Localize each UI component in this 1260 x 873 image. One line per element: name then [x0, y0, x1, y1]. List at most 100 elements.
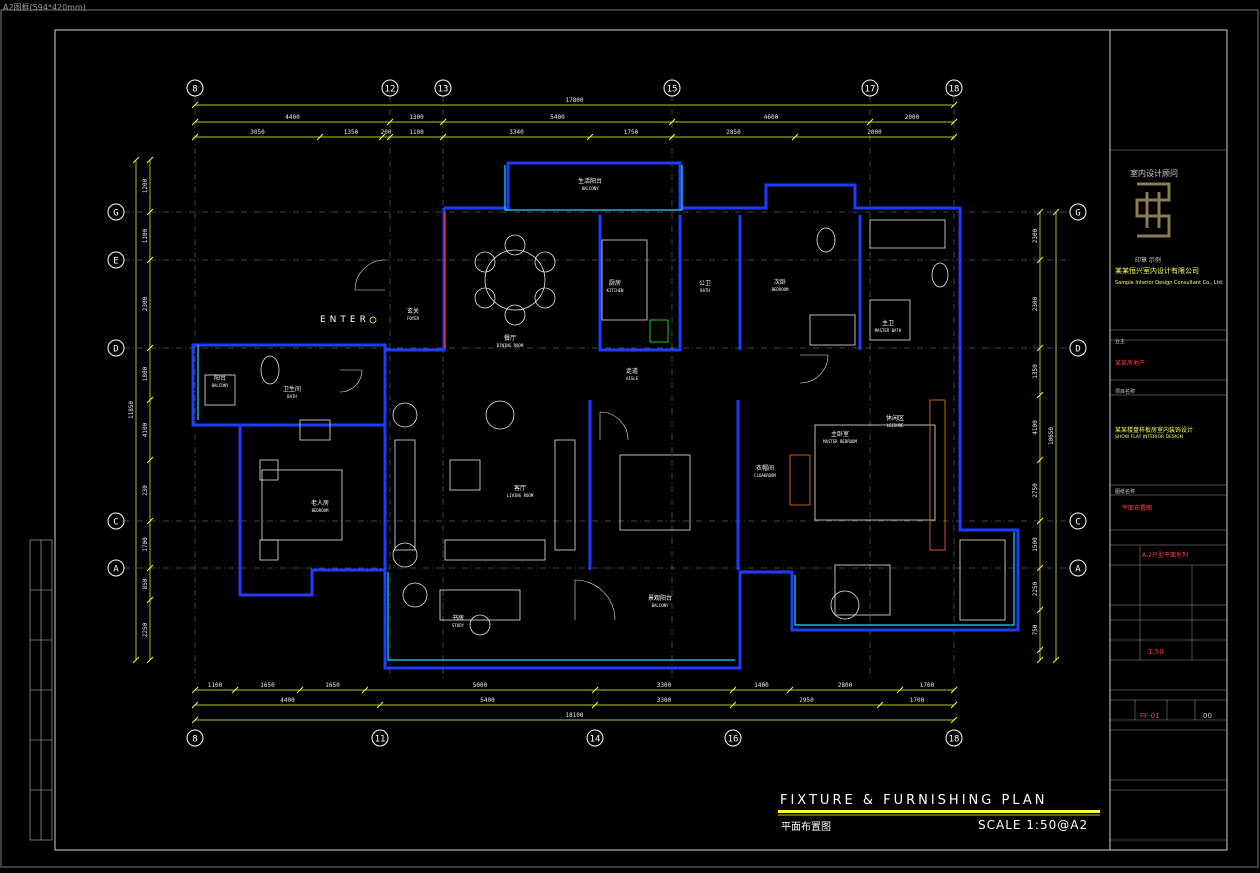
dim-top-row2-text: 2850 [726, 129, 741, 136]
dining-chair [474, 251, 496, 273]
dim-left-text: 1700 [142, 537, 149, 552]
vanity-master [869, 299, 911, 341]
dim-bottom-row1-tick [591, 701, 599, 709]
tb-project-value: 某某楼盘样板房室内装饰设计 [1115, 427, 1194, 434]
dim-bottom-row1-tick [729, 701, 737, 709]
dim-top-row1-tick [386, 118, 394, 126]
dim-right-text: 4100 [1032, 420, 1039, 435]
dim-right-total-text: 10650 [1048, 427, 1055, 445]
dim-left-text: 230 [142, 485, 149, 496]
dim-top-total-tick [950, 101, 958, 109]
bath-door-swing [339, 369, 363, 393]
tv-console [444, 539, 546, 561]
dim-left-tick [146, 256, 154, 264]
dim-bottom-row2-tick [729, 686, 737, 694]
grid-bubble-top [861, 79, 879, 97]
landscape-rail [794, 532, 1015, 626]
shower [204, 374, 236, 406]
living-door-swing [574, 579, 616, 621]
dim-top-row2-tick [191, 133, 199, 141]
armchair [392, 542, 418, 568]
room-label: 主卫 [882, 319, 894, 327]
dim-right-total-tick [1052, 208, 1060, 216]
dim-bottom-row2-tick [950, 686, 958, 694]
grid-bubble-right [1069, 512, 1087, 530]
room-code: BATH [287, 394, 297, 399]
dining-chair [534, 251, 556, 273]
tb-drawing-label: 图纸名称 [1115, 489, 1136, 495]
grid-bubble-left-label: A [113, 565, 119, 575]
room-code: LIVING ROOM [507, 493, 534, 498]
lounge-chair [830, 590, 860, 620]
room-code: BALCONY [212, 383, 229, 388]
room-label: 老人房 [311, 499, 329, 507]
dim-top-row2-tick [586, 133, 594, 141]
tb-company-name: 某某恒兴室内设计有限公司 [1115, 267, 1199, 275]
dim-right-tick [1036, 656, 1044, 664]
study-desk [439, 589, 521, 621]
dim-right-text: 2750 [1032, 483, 1039, 498]
dim-bottom-row2-text: 1400 [754, 682, 769, 689]
dining-chair [474, 287, 496, 309]
room-label: 次卧 [774, 278, 786, 286]
toilet [260, 355, 280, 385]
nightstand [259, 539, 279, 561]
grid-bubble-bottom-label: 8 [192, 735, 197, 745]
dim-top-row2-text: 1350 [344, 129, 359, 136]
grid-bubble-bottom [945, 729, 963, 747]
dim-bottom-row2-text: 1650 [325, 682, 340, 689]
drawing-title: FIXTURE & FURNISHING PLAN [780, 793, 1048, 808]
grid-bubble-right-label: C [1075, 518, 1080, 528]
outer-border [0, 9, 1259, 868]
entry-marker-icon [369, 316, 377, 324]
dim-bottom-row2-tick [361, 686, 369, 694]
dim-left-text: 1800 [142, 366, 149, 381]
dim-right-tick [1036, 646, 1044, 654]
room-code: BALCONY [582, 186, 599, 191]
grid-bubble-right [1069, 339, 1087, 357]
dim-top-row2-text: 1100 [409, 129, 424, 136]
dim-top-row2-text: 200 [381, 129, 392, 136]
dim-left-tick [146, 396, 154, 404]
bathtub [869, 219, 946, 249]
dim-right-tick [1036, 517, 1044, 525]
kitchen-wall [598, 215, 682, 352]
dim-bottom-row2-text: 3300 [657, 682, 672, 689]
tb-drawing-value: 平面布置图 [1122, 505, 1153, 512]
dim-bottom-row2-tick [191, 686, 199, 694]
grid-bubble-right-label: G [1075, 209, 1080, 219]
study-chair [402, 582, 428, 608]
room-label: 客厅 [514, 484, 526, 492]
dim-right-tick [1036, 456, 1044, 464]
dim-bottom-row2-text: 1700 [920, 682, 935, 689]
tb-project-en: SHOW FLAT INTERIOR DESIGN [1115, 435, 1183, 440]
grid-bubble-right [1069, 203, 1087, 221]
dim-top-row2-tick [439, 133, 447, 141]
dim-top-row2-tick [668, 133, 676, 141]
bed-guest [261, 469, 343, 541]
dim-bottom-row2-text: 5000 [473, 682, 488, 689]
room-code: LEISURE [887, 423, 904, 428]
grid-bubble-left [107, 512, 125, 530]
coffee-table [449, 459, 481, 491]
room-label: 书房 [452, 614, 464, 622]
dim-top-row1-text: 4600 [764, 114, 779, 121]
dim-bottom-row1-tick [191, 701, 199, 709]
bed-master [814, 424, 936, 521]
grid-bubble-left [107, 203, 125, 221]
room-code: KITCHEN [607, 288, 624, 293]
dim-top-row2-tick [386, 133, 394, 141]
dim-bottom-row1-text: 3300 [657, 697, 672, 704]
dim-right-text: 750 [1032, 624, 1039, 635]
dim-left-text: 2250 [142, 622, 149, 637]
grid-bubble-bottom [371, 729, 389, 747]
grid-bubble-right [1069, 559, 1087, 577]
title-block [1110, 149, 1227, 841]
dim-left-tick [146, 344, 154, 352]
drawing-scale: SCALE 1:50@A2 [978, 818, 1089, 832]
dressing-stool [789, 454, 811, 506]
grid-bubble-top-label: 8 [192, 85, 197, 95]
room-label: 生活阳台 [578, 177, 602, 185]
grid-bubble-left-label: E [113, 257, 118, 267]
